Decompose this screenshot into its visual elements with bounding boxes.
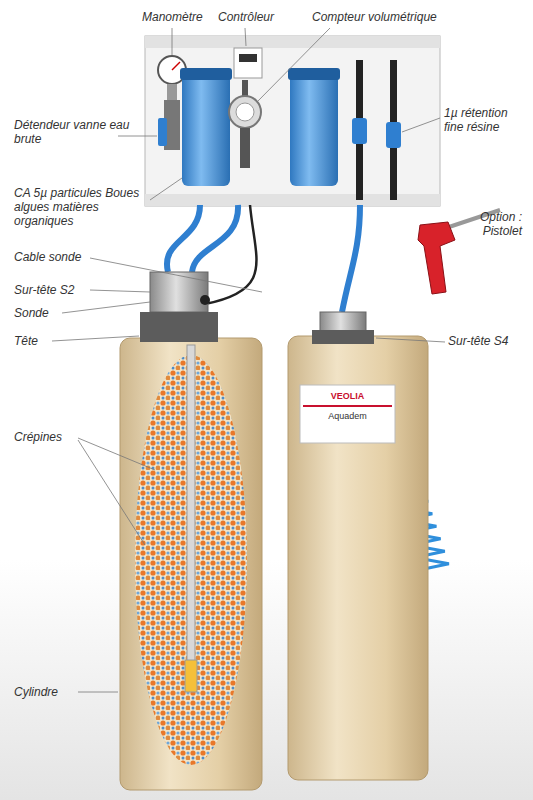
callout-label: Détendeur vanne eau brute xyxy=(14,118,139,146)
floor xyxy=(0,560,533,800)
callout-label: Cable sonde xyxy=(14,250,94,264)
callout-label: 1µ rétention fine résine xyxy=(444,106,529,134)
callout-label: Sonde xyxy=(14,306,64,320)
callout-label: Sur-tête S4 xyxy=(448,334,528,348)
callout-label: Option : Pistolet xyxy=(452,210,522,238)
brand-text: Aquadem xyxy=(300,411,395,421)
callout-label: Crépines xyxy=(14,430,84,444)
left-cylinder xyxy=(120,272,262,790)
filter-panel xyxy=(145,36,440,206)
callout-label: Contrôleur xyxy=(218,10,298,24)
callout-label: CA 5µ particules Boues algues matières o… xyxy=(14,186,149,228)
callout-label: Tête xyxy=(14,334,54,348)
callout-label: Compteur volumétrique xyxy=(312,10,452,24)
right-cylinder xyxy=(288,312,428,780)
brand-text: VEOLIA xyxy=(300,391,395,401)
callout-label: Sur-tête S2 xyxy=(14,283,94,297)
callout-label: Cylindre xyxy=(14,685,84,699)
